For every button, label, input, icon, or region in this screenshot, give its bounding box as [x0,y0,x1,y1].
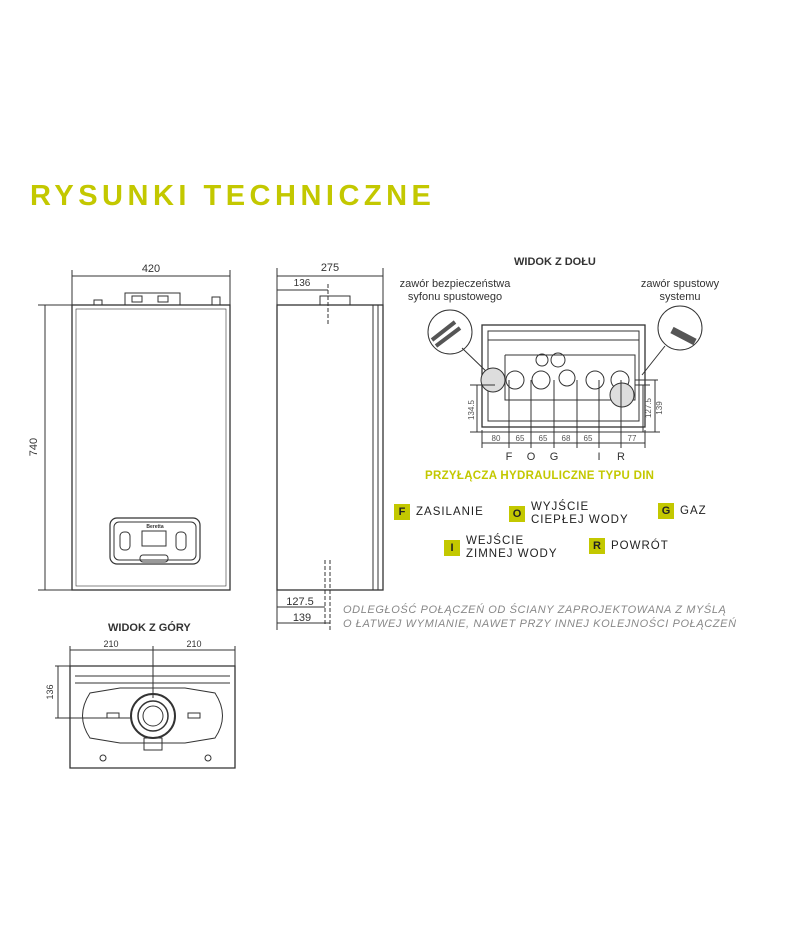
brand-logo: Beretta [146,524,163,530]
legend-label-line: ZIMNEJ WODY [466,548,558,560]
control-panel [109,517,201,565]
height-dim-label: 740 [28,438,40,456]
side-view-drawing: 275 136 127.5 139 [276,262,384,630]
legend-item-g: G GAZ [658,503,707,519]
depth-dim-label: 275 [321,262,339,274]
page-title: RYSUNKI TECHNICZNE [30,180,436,212]
callout-left-line: syfonu spustowego [407,291,503,303]
callout-right-line: zawór spustowy [640,278,720,290]
spacing-dim: 77 [628,434,637,443]
depth-dim-label: 136 [45,684,55,699]
connection-letter: O [527,451,536,463]
spacing-dim: 65 [539,434,548,443]
bottom-dim-1-label: 127.5 [286,596,314,608]
legend-label-line: CIEPŁEJ WODY [531,514,629,526]
footnote: ODLEGŁOŚĆ POŁĄCZEŃ OD ŚCIANY ZAPROJEKTOW… [343,603,737,631]
legend-label-line: WYJŚCIE [531,501,590,513]
connections-title: PRZYŁĄCZA HYDRAULICZNE TYPU DIN [425,470,655,482]
connection-letter: F [506,451,513,463]
callout-right-line: systemu [659,291,701,303]
flue-plate [82,687,223,744]
legend-label: POWRÓT [611,539,669,552]
callout-left-line: zawór bezpieczeństwa [399,278,511,290]
width-dim-label: 420 [142,263,160,275]
spacing-dim: 65 [584,434,593,443]
top-view-heading: WIDOK Z GÓRY [108,622,191,634]
top-bracket [124,292,181,306]
bottom-view-drawing: 134.5 127.5 139 80 65 65 68 65 77 F O G … [427,305,703,463]
spacing-dim: 68 [562,434,571,443]
width-dim-right: 210 [186,639,201,649]
legend-item-r: R POWRÓT [589,538,669,554]
legend-badge: I [444,540,460,556]
display-screen [141,530,167,547]
connection-letter: I [597,451,600,463]
legend-badge: O [509,506,525,522]
footnote-line: O ŁATWEJ WYMIANIE, NAWET PRZY INNEJ KOLE… [343,618,737,630]
legend-badge: G [658,503,674,519]
callout-right: zawór spustowy systemu [630,278,730,304]
legend-label: GAZ [680,504,707,517]
legend-badge: F [394,504,410,520]
connection-letter: R [617,451,625,463]
top-offset-dim-label: 136 [294,278,311,289]
spacing-dim: 80 [492,434,501,443]
left-height-dim: 134.5 [467,399,476,420]
boiler-top [69,665,236,769]
siphon-valve-detail [427,309,473,355]
width-dim-left: 210 [103,639,118,649]
connection-letter: G [550,451,559,463]
legend-badge: R [589,538,605,554]
front-view-drawing: 420 740 Beretta [28,263,231,591]
bottom-dim-2-label: 139 [293,612,311,624]
right-height-dim: 139 [655,401,664,415]
drain-valve-detail [657,305,703,351]
callout-left: zawór bezpieczeństwa syfonu spustowego [395,278,515,304]
bottom-view-heading: WIDOK Z DOŁU [514,256,596,268]
legend-label-line: WEJŚCIE [466,535,525,547]
legend-label: ZASILANIE [416,505,484,518]
spacing-dim: 65 [516,434,525,443]
top-view-drawing: 210 210 136 [45,639,236,769]
footnote-line: ODLEGŁOŚĆ POŁĄCZEŃ OD ŚCIANY ZAPROJEKTOW… [343,604,727,616]
boiler-side [276,304,384,591]
right-height-dim: 127.5 [644,397,653,418]
boiler-body [71,304,231,591]
legend-item-f: F ZASILANIE [394,504,484,520]
